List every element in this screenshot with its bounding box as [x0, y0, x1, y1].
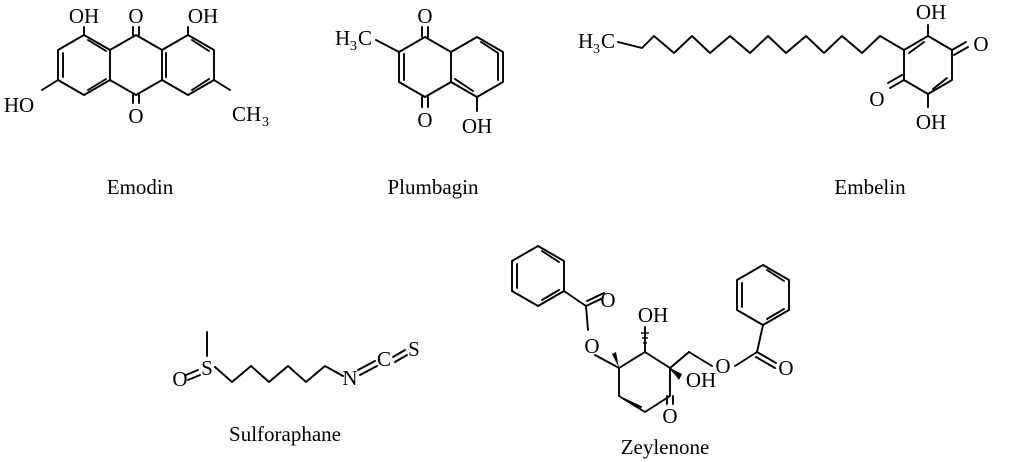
plumbagin-o-bottom: O [417, 108, 432, 132]
zeylenone-o-ketone: O [662, 404, 677, 428]
plumbagin-bonds [375, 26, 504, 112]
embelin-h3c-sub: 3 [593, 42, 600, 57]
zeylenone-bonds [511, 245, 790, 413]
sulforaphane-c: C [377, 347, 391, 371]
plumbagin-structure: O O OH H 3 C Plumbagin [335, 4, 504, 199]
sulforaphane-s-sulfoxide: S [201, 356, 213, 380]
emodin-o-bottom: O [128, 104, 143, 128]
emodin-bonds [41, 26, 231, 104]
zeylenone-wedge-bond-right [670, 368, 682, 380]
sulforaphane-structure: S O N C S Sulforaphane [172, 331, 420, 446]
plumbagin-o-top: O [417, 4, 432, 28]
emodin-ho-left: HO [4, 93, 34, 117]
embelin-h3c-h: H [578, 29, 593, 53]
sulforaphane-name: Sulforaphane [229, 422, 341, 446]
emodin-ch3-main: CH [232, 102, 261, 126]
embelin-name: Embelin [834, 175, 906, 199]
zeylenone-name: Zeylenone [621, 435, 710, 459]
plumbagin-oh: OH [462, 114, 492, 138]
embelin-structure: OH O O OH H 3 C Embelin [578, 0, 989, 199]
zeylenone-hashed-bond [641, 332, 649, 349]
zeylenone-o-ester-left: O [584, 334, 599, 358]
sulforaphane-n: N [342, 366, 357, 390]
plumbagin-h3c-sub: 3 [350, 39, 357, 54]
emodin-o-top: O [128, 4, 143, 28]
sulforaphane-bonds [185, 331, 408, 383]
emodin-structure: OH OH O O HO CH 3 Emodin [4, 4, 269, 199]
emodin-oh-top-right: OH [188, 4, 218, 28]
zeylenone-o-carbonyl-left: O [600, 288, 615, 312]
sulforaphane-o-sulfoxide: O [172, 367, 187, 391]
sulforaphane-s-end: S [408, 337, 420, 361]
plumbagin-h3c-c: C [358, 26, 372, 50]
emodin-name: Emodin [107, 175, 174, 199]
embelin-o-right: O [973, 32, 988, 56]
zeylenone-wedge-bond-left [612, 352, 619, 368]
embelin-oh-bottom: OH [916, 110, 946, 134]
zeylenone-oh-mid: OH [686, 368, 716, 392]
zeylenone-o-carbonyl-right: O [778, 356, 793, 380]
emodin-oh-top-left: OH [69, 4, 99, 28]
plumbagin-h3c-h: H [335, 26, 350, 50]
embelin-o-left: O [869, 87, 884, 111]
zeylenone-o-ester-right: O [715, 354, 730, 378]
embelin-oh-top: OH [916, 0, 946, 24]
zeylenone-oh-top: OH [638, 303, 668, 327]
plumbagin-name: Plumbagin [387, 175, 479, 199]
embelin-h3c-c: C [601, 29, 615, 53]
embelin-bonds [617, 24, 969, 108]
emodin-ch3-sub: 3 [262, 115, 269, 130]
zeylenone-structure: O O OH OH O O O Zeylenone [511, 245, 794, 459]
